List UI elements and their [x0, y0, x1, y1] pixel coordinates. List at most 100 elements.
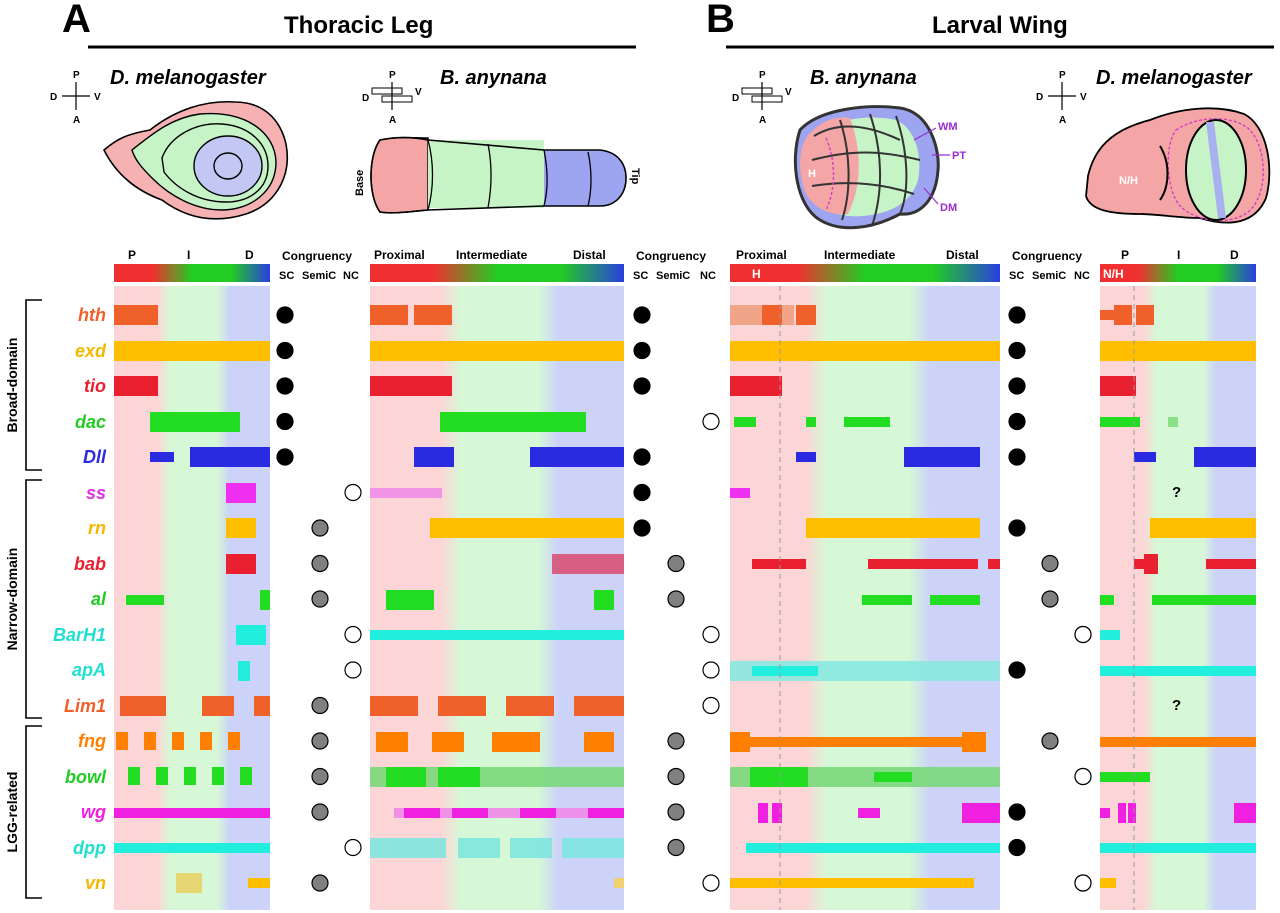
species-wing-dmel: D. melanogaster [1096, 67, 1253, 89]
congruency-marker-hth-wing_bany [1008, 306, 1026, 324]
bar-al-wing-bany-1 [862, 595, 912, 605]
congruency-marker-bab-leg_dmel [311, 554, 329, 573]
bar-tio-leg-dmel [114, 376, 158, 396]
compass-a-label: A [73, 115, 80, 126]
hdr-leg-dmel-i: I [187, 248, 190, 262]
bar-wg-wing-dmel-2 [1118, 803, 1126, 823]
pid-bar-leg-dmel [114, 264, 270, 282]
bar-fng-leg-dmel-5 [228, 732, 240, 750]
bar-wg-leg-dmel [114, 808, 270, 818]
compass-leg-bany: P A D V [362, 70, 422, 126]
congruency-marker-apA-wing_bany [1008, 661, 1026, 679]
bar-rn-wing-dmel [1150, 518, 1256, 538]
congruency-marker-extra-13 [1074, 767, 1092, 786]
compass-d-label: D [50, 92, 57, 103]
species-leg-bany: B. anynana [440, 67, 547, 89]
congruency-marker-exd-leg_dmel [276, 341, 294, 360]
congruency-marker-extra-16 [1074, 874, 1092, 892]
congruency-marker-Dll-leg_dmel [276, 448, 294, 466]
bar-dll-leg-bany-2 [530, 447, 624, 467]
gene-labels: hth exd tio dac Dll ss rn bab al BarH1 a… [53, 305, 107, 893]
compass-p-label: P [1059, 70, 1066, 81]
congruency-marker-tio-leg_dmel [276, 377, 294, 395]
hdr-leg-bany-distal: Distal [573, 248, 606, 262]
hdr-wing-bany-intermediate: Intermediate [824, 248, 896, 262]
cong-nc-3: NC [1074, 270, 1090, 282]
hdr-leg-dmel-d: D [245, 248, 254, 262]
bar-al-leg-dmel-1 [126, 595, 164, 605]
bar-wg-wing-bany-4 [962, 803, 1000, 823]
congruency-headers: Congruency SC SemiC NC Congruency SC Sem… [279, 249, 1090, 282]
cong-semic-3: SemiC [1032, 270, 1066, 282]
bar-dac-wing-dmel-2 [1168, 417, 1178, 427]
congruency-marker-exd-wing_bany [1008, 341, 1026, 360]
bar-barh1-leg-dmel [236, 625, 266, 645]
bar-fng-leg-dmel-4 [200, 732, 212, 750]
gene-label-wg: wg [81, 802, 106, 822]
congruency-marker-exd-leg_bany [633, 341, 651, 360]
congruency-marker-hth-leg_bany [633, 306, 651, 324]
bar-apa-leg-dmel [238, 661, 250, 681]
bar-bab-wing-dmel-3 [1206, 559, 1256, 569]
bar-hth-wing-bany-2 [796, 305, 816, 325]
wing-nh-label: N/H [1119, 175, 1138, 187]
bar-bowl-leg-bany-bg [370, 767, 624, 787]
bar-dll-leg-dmel-1 [150, 452, 174, 462]
leg-disc-dmel-illustration [103, 100, 288, 220]
leg-tip-label: Tip [629, 168, 641, 185]
panel-a-header: A Thoracic Leg [62, 0, 636, 49]
bar-dac-leg-bany [440, 412, 586, 432]
bar-dac-wing-bany-2 [806, 417, 816, 427]
bar-exd-wing-dmel [1100, 341, 1256, 361]
bar-lim1-leg-bany-3 [506, 696, 554, 716]
congruency-marker-dpp-wing_bany [1008, 838, 1026, 857]
congruency-marker-Dll-leg_bany [633, 448, 651, 466]
congruency-marker-fng-wing_bany [1041, 732, 1059, 750]
gene-label-bab: bab [74, 554, 106, 574]
congruency-marker-fng-leg_bany [667, 732, 685, 750]
compass-v-label: V [94, 92, 101, 103]
bar-dll-wing-dmel-2 [1194, 447, 1256, 467]
bar-wg-wing-dmel-3 [1128, 803, 1136, 823]
bar-barh1-wing-dmel [1100, 630, 1120, 640]
bar-fng-leg-bany-3 [492, 732, 540, 752]
panel-a-letter: A [62, 0, 91, 41]
bar-dpp-leg-dmel [114, 843, 270, 853]
congruency-marker-tio-wing_bany [1008, 377, 1026, 395]
gene-label-fng: fng [78, 731, 106, 751]
group-label-narrow: Narrow-domain [4, 548, 20, 651]
unknown-lim1-wing-dmel: ? [1172, 697, 1181, 714]
wing-h-label: H [808, 168, 816, 180]
bar-bab-leg-bany [552, 554, 624, 574]
hdr-leg-bany-intermediate: Intermediate [456, 248, 528, 262]
bar-tio-leg-bany [370, 376, 452, 396]
gene-label-Dll: Dll [83, 447, 107, 467]
congruency-marker-tio-leg_bany [633, 377, 651, 395]
bar-rn-wing-bany [806, 518, 980, 538]
hdr-wing-dmel-p: P [1121, 248, 1129, 262]
congruency-marker-dpp-leg_bany [667, 838, 685, 857]
leg-base-label: Base [354, 170, 366, 196]
congruency-marker-BarH1-leg_dmel [344, 625, 362, 644]
gene-label-dac: dac [75, 412, 106, 432]
bar-vn-leg-dmel-1 [176, 873, 202, 893]
group-brackets: Broad-domain Narrow-domain LGG-related [4, 299, 42, 899]
bar-hth-wing-dmel-3 [1136, 305, 1154, 325]
bar-tio-wing-dmel [1100, 376, 1136, 396]
bar-vn-leg-dmel-2 [248, 878, 270, 888]
cong-semic-1: SemiC [302, 270, 336, 282]
bar-dll-wing-bany-1 [796, 452, 816, 462]
bar-wg-leg-bany-4 [588, 808, 624, 818]
species-wing-bany: B. anynana [810, 67, 917, 89]
bar-bab-wing-bany-1 [752, 559, 806, 569]
congruency-markers [276, 306, 1092, 892]
bar-hth-wing-bany-1 [762, 305, 782, 325]
congruency-marker-hth-leg_dmel [276, 306, 294, 324]
bar-dac-wing-bany-3 [844, 417, 890, 427]
hdr-leg-dmel-p: P [128, 248, 136, 262]
bar-exd-leg-dmel [114, 341, 270, 361]
bar-exd-wing-bany [730, 341, 1000, 361]
bar-fng-leg-dmel-2 [144, 732, 156, 750]
congruency-marker-dpp-leg_dmel [344, 838, 362, 857]
